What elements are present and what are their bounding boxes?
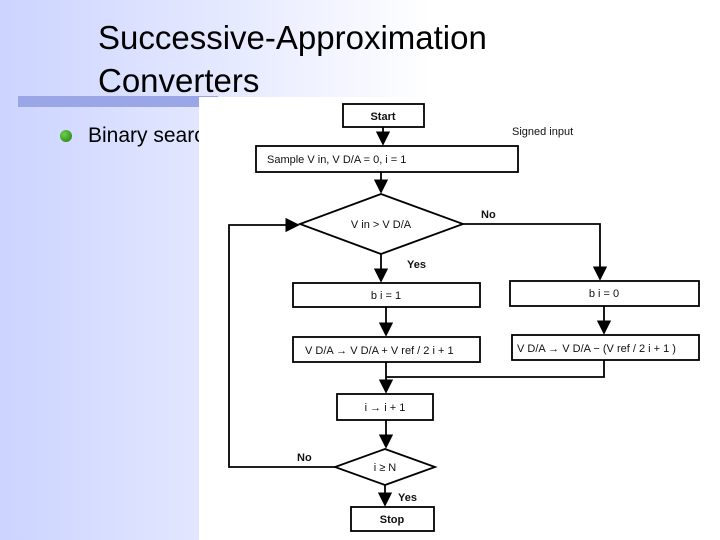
set-bit-label: b i = 1 <box>371 290 401 302</box>
increment-label: i → i + 1 <box>365 402 406 414</box>
signed-input-label: Signed input <box>512 126 573 138</box>
compare-label: V in > V D/A <box>351 219 412 231</box>
bullet-text: Binary search <box>88 124 217 147</box>
arrow-compare-no <box>463 223 608 281</box>
stop-box <box>350 506 435 532</box>
bullet-dot-icon <box>60 130 72 142</box>
increment-box <box>336 393 434 421</box>
title-line-2: Converters <box>98 62 260 99</box>
start-label: Start <box>370 111 395 123</box>
sub-step-label: V D/A → V D/A − (V ref / 2 i + 1 ) <box>517 343 676 355</box>
title-underline-bar <box>18 96 218 107</box>
yes-label-2: Yes <box>398 492 417 504</box>
stop-label: Stop <box>380 514 405 526</box>
flowchart-svg: Start Signed input Sample V in, V D/A = … <box>228 103 700 532</box>
sample-box <box>255 145 519 173</box>
arrow-loop-back <box>228 217 335 468</box>
add-step-label: V D/A → V D/A + V ref / 2 i + 1 <box>305 345 454 357</box>
sample-label: Sample V in, V D/A = 0, i = 1 <box>267 154 406 166</box>
no-label-1: No <box>481 209 496 221</box>
slide-title: Successive-Approximation Converters <box>98 16 658 102</box>
merge-line <box>386 360 605 378</box>
title-line-1: Successive-Approximation <box>98 19 487 56</box>
yes-label-1: Yes <box>407 259 426 271</box>
check-label: i ≥ N <box>374 462 397 474</box>
add-step-box <box>292 336 481 363</box>
no-label-2: No <box>297 452 312 464</box>
bullet-item: Binary search <box>60 124 216 148</box>
clear-bit-label: b i = 0 <box>589 288 619 300</box>
sar-flowchart-image: Start Signed input Sample V in, V D/A = … <box>199 97 720 540</box>
clear-bit-box <box>509 280 700 307</box>
sub-step-box <box>511 334 700 361</box>
